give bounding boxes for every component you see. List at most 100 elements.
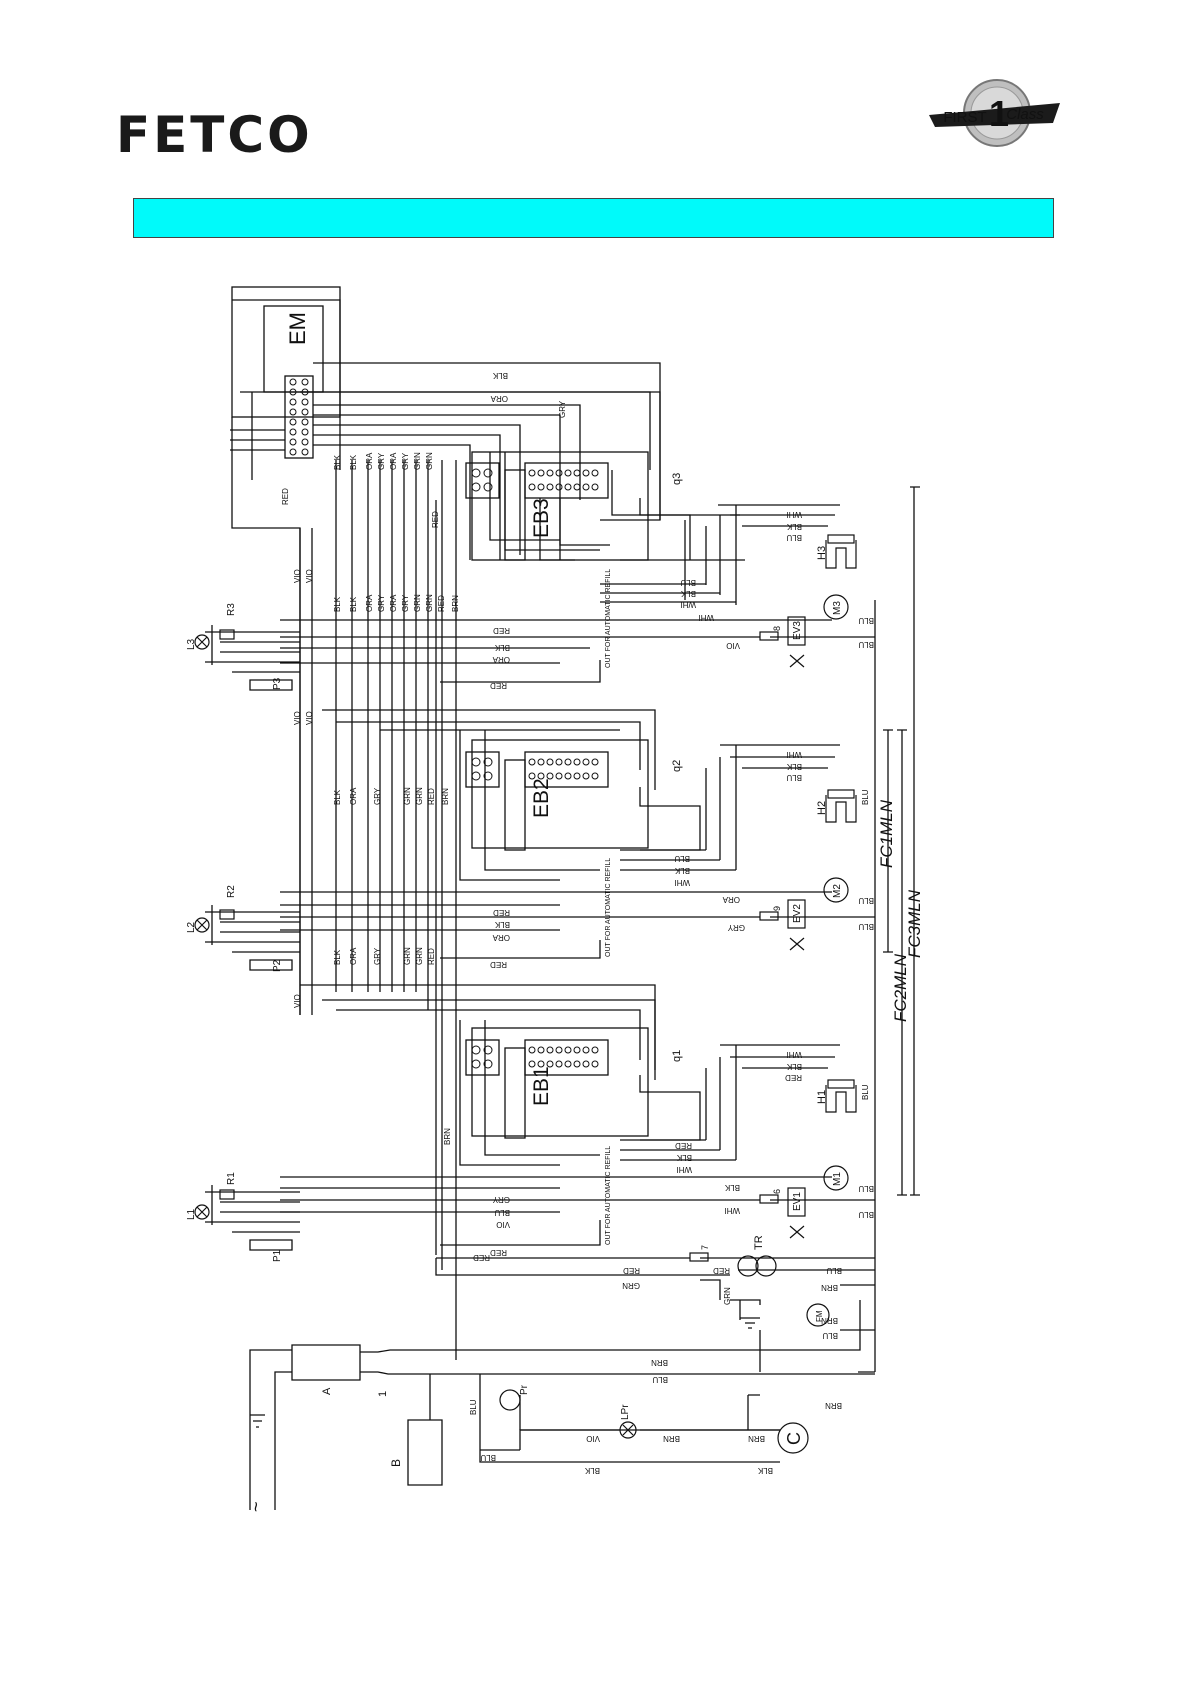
wire-tag: WHI bbox=[786, 510, 802, 519]
wire-tag: BRN bbox=[825, 1401, 842, 1410]
ev1-label: EV1 bbox=[792, 1192, 803, 1211]
r2-relay bbox=[219, 909, 235, 920]
l1-lamp bbox=[194, 1204, 210, 1220]
fuse-7 bbox=[689, 1252, 709, 1262]
lpr-label: LPr bbox=[620, 1404, 631, 1420]
wire-tag: GRY bbox=[492, 1195, 510, 1204]
fuse-9-label: 9 bbox=[772, 906, 782, 911]
wire-tag: WHI bbox=[698, 613, 714, 622]
wire-tag: RED bbox=[281, 488, 290, 505]
r3-relay bbox=[219, 629, 235, 640]
wire-tag: BLK bbox=[786, 1062, 802, 1071]
wire-tag: BLU bbox=[858, 1184, 874, 1193]
svg-text:Class: Class bbox=[1006, 106, 1044, 123]
block-a-label: A bbox=[321, 1387, 333, 1395]
wire-tag: RED bbox=[427, 948, 436, 965]
refill-note-3: OUT FOR AUTOMATIC REFILL bbox=[605, 569, 612, 668]
fuse-7-label: 7 bbox=[700, 1245, 710, 1250]
q3-label: q3 bbox=[671, 473, 683, 485]
wire-tag: BRN bbox=[821, 1283, 838, 1292]
wire-tag: RED bbox=[431, 511, 440, 528]
fuse-6-label: 6 bbox=[772, 1189, 782, 1194]
r2-label: R2 bbox=[226, 885, 237, 898]
wire-tag: BLU bbox=[652, 1375, 668, 1384]
p1-label: P1 bbox=[272, 1249, 283, 1262]
tr-transformer-b bbox=[755, 1255, 777, 1277]
fuse-8-label: 8 bbox=[772, 626, 782, 631]
ev2-valve bbox=[787, 899, 806, 929]
q1-label: q1 bbox=[671, 1050, 683, 1062]
q2-label: q2 bbox=[671, 760, 683, 772]
fc3mln-label: FC3MLN bbox=[905, 889, 924, 958]
wire-tag: GRN bbox=[425, 452, 434, 470]
wire-tag: BLK bbox=[349, 454, 358, 470]
first-class-badge: 1 FIRST Class bbox=[929, 79, 1060, 147]
wire-tag: VIO bbox=[293, 711, 302, 725]
eb3-label: EB3 bbox=[530, 498, 553, 538]
h3-heater bbox=[825, 540, 857, 569]
fuse-8 bbox=[759, 631, 779, 641]
wire-tag: BLK bbox=[674, 866, 690, 875]
m2-label: M2 bbox=[832, 884, 843, 898]
wire-tag: BLU bbox=[786, 773, 802, 782]
m1-label: M1 bbox=[832, 1172, 843, 1186]
wire-tag: RED bbox=[490, 681, 507, 690]
wire-tag: GRY bbox=[558, 400, 567, 418]
fm-label: FM bbox=[815, 1310, 824, 1322]
wire-tag: RED bbox=[427, 788, 436, 805]
fc2mln-label: FC2MLN bbox=[891, 953, 910, 1022]
wire-tag: VIO bbox=[496, 1220, 510, 1229]
l3-label: L3 bbox=[186, 638, 197, 650]
wire-tag: BLU bbox=[861, 1084, 870, 1100]
wire-tag: BRN bbox=[821, 1316, 838, 1325]
badge-numeral: 1 bbox=[989, 93, 1009, 134]
m2-motor bbox=[823, 877, 849, 903]
block-b-label: B bbox=[389, 1459, 403, 1467]
wire-tag: BLU bbox=[858, 640, 874, 649]
wire-tag: RED bbox=[437, 595, 446, 612]
wire-tag: WHI bbox=[786, 750, 802, 759]
wire-tag: GRY bbox=[401, 452, 410, 470]
refill-note-1: OUT FOR AUTOMATIC REFILL bbox=[605, 1146, 612, 1245]
supply-symbol: ~ bbox=[246, 1501, 266, 1512]
wire-tag: BLK bbox=[494, 920, 510, 929]
wire-tag: BLK bbox=[492, 371, 508, 380]
wire-tag: BLU bbox=[786, 533, 802, 542]
h1-heater bbox=[825, 1085, 857, 1113]
wire-tag: WHI bbox=[724, 1206, 740, 1215]
switch-1-label: 1 bbox=[377, 1391, 389, 1397]
wire-tag: BLK bbox=[333, 454, 342, 470]
ev1-valve bbox=[787, 1187, 806, 1217]
wire-tag: ORA bbox=[349, 947, 358, 965]
wire-tag: GRN bbox=[415, 787, 424, 805]
wire-tag: BLK bbox=[757, 1466, 773, 1475]
l3-lamp bbox=[194, 634, 210, 650]
h3-label: H3 bbox=[816, 546, 828, 560]
wire-tag: GRY bbox=[727, 923, 745, 932]
wire-tag: BLU bbox=[469, 1399, 478, 1415]
wire-tag: BLU bbox=[680, 578, 696, 587]
wire-tag: BLK bbox=[786, 522, 802, 531]
title-banner bbox=[133, 198, 1054, 238]
wire-tag: GRN bbox=[403, 787, 412, 805]
tr-transformer-a bbox=[737, 1255, 759, 1277]
fc1mln-label: FC1MLN bbox=[877, 799, 896, 868]
wire-tag: BLK bbox=[680, 589, 696, 598]
wire-tag: BLK bbox=[333, 789, 342, 805]
wire-tag: BRN bbox=[451, 595, 460, 612]
wire-tag: BLU bbox=[826, 1266, 842, 1275]
wire-tag: BLK bbox=[786, 762, 802, 771]
p2-label: P2 bbox=[272, 959, 283, 972]
r1-relay bbox=[219, 1189, 235, 1200]
m3-label: M3 bbox=[832, 601, 843, 615]
m1-motor bbox=[823, 1165, 849, 1191]
h1-label: H1 bbox=[816, 1090, 828, 1104]
wire-tag: RED bbox=[490, 1248, 507, 1257]
c-compressor bbox=[777, 1422, 809, 1454]
c-label: C bbox=[784, 1432, 804, 1445]
wire-tag: GRY bbox=[373, 947, 382, 965]
wire-tag: RED bbox=[623, 1266, 640, 1275]
wire-tag: VIO bbox=[293, 569, 302, 583]
wire-tag: GRY bbox=[401, 594, 410, 612]
